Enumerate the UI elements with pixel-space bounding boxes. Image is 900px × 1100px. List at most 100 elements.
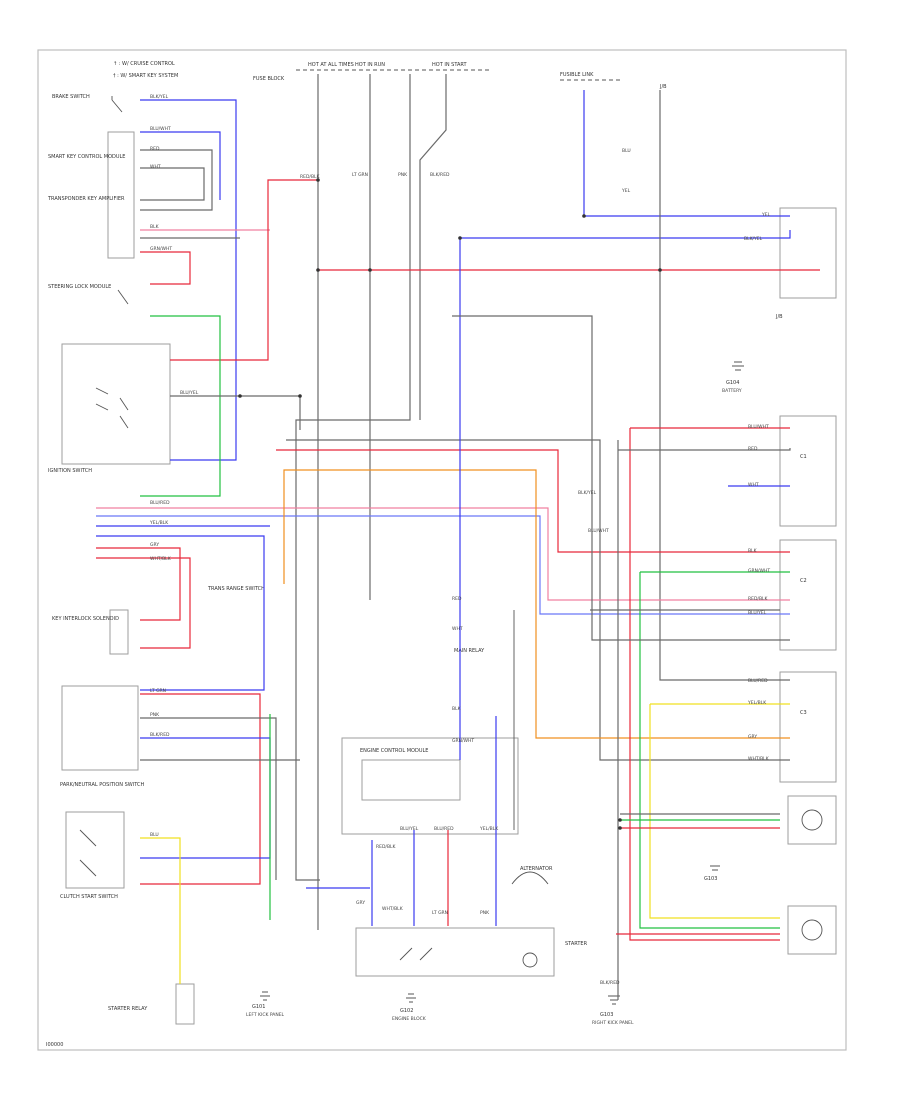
wire-yellow-32 xyxy=(140,837,181,984)
wires xyxy=(96,74,820,1000)
ecm-label: ENGINE CONTROL MODULE xyxy=(360,748,428,754)
wire-blue-30 xyxy=(140,737,271,859)
wire-color-label: GRN/WHT xyxy=(748,568,770,574)
junction-dot xyxy=(658,268,662,272)
ignition-switch-label: IGNITION SWITCH xyxy=(48,468,92,474)
wire-color-label: BLK/RED xyxy=(150,732,170,738)
wire-color-label: BLU/WHT xyxy=(748,424,769,430)
wire-color-label: LT GRN xyxy=(352,172,368,178)
wire-color-label: BLK/YEL xyxy=(578,490,597,496)
wire-color-label: RED/BLK xyxy=(300,174,321,180)
wire-red-25 xyxy=(96,547,181,621)
legend: ↑ : W/ CRUISE CONTROL † : W/ SMART KEY S… xyxy=(113,61,178,79)
main-relay-box xyxy=(361,759,461,801)
steering-lock-label: STEERING LOCK MODULE xyxy=(48,284,111,290)
grounds: G101 LEFT KICK PANEL G102 ENGINE BLOCK G… xyxy=(246,361,744,1026)
wire-black-11 xyxy=(295,74,411,881)
wire-black-3 xyxy=(140,149,213,211)
wire-color-label: RED xyxy=(150,146,160,152)
junction-dot xyxy=(316,268,320,272)
wire-color-label: YEL/BLK xyxy=(149,520,169,526)
jb-label: J/B xyxy=(659,84,667,90)
wire-color-label: GRY xyxy=(748,734,757,740)
wire-color-label: BLU/WHT xyxy=(150,126,171,132)
ground-right-kick: G103 RIGHT KICK PANEL xyxy=(592,995,634,1026)
right-label-4: C3 xyxy=(800,710,807,716)
right-switch-box-4 xyxy=(779,671,837,783)
junction-dot xyxy=(368,268,372,272)
wire-yellow-40 xyxy=(649,704,780,919)
wire-blue-24 xyxy=(96,535,265,691)
wire-orange-27 xyxy=(283,469,790,739)
right-switch-box-3 xyxy=(779,539,837,651)
wire-color-label: PNK xyxy=(398,172,408,178)
wire-color-label: WHT/BLK xyxy=(150,556,172,562)
ground-battery: G104 BATTERY xyxy=(722,361,744,394)
trans-range-label: TRANS RANGE SWITCH xyxy=(207,586,265,592)
wire-red-26 xyxy=(96,557,191,649)
wire-blue-1 xyxy=(140,99,237,461)
wire-lightblue-22 xyxy=(96,515,790,615)
components: BRAKE SWITCH SMART KEY CONTROL MODULE TR… xyxy=(47,94,837,1025)
ground-battery-code: G104 xyxy=(726,380,739,386)
fuse-block-header: HOT AT ALL TIMES HOT IN RUN HOT IN START… xyxy=(253,62,667,90)
smart-key-module-box xyxy=(107,131,135,259)
wire-color-label: WHT/BLK xyxy=(382,906,404,912)
ecm-box xyxy=(341,737,519,835)
wire-color-label: YEL/BLK xyxy=(747,700,767,706)
transponder-label: TRANSPONDER KEY AMPLIFIER xyxy=(47,196,125,202)
wire-color-label: RED xyxy=(452,596,462,602)
wire-color-label: BLK/YEL xyxy=(150,94,169,100)
wire-color-label: BLU/WHT xyxy=(588,528,609,534)
wire-color-label: BLU/YEL xyxy=(748,610,767,616)
alternator-label: ALTERNATOR xyxy=(520,866,553,872)
wire-color-label: BLK/RED xyxy=(600,980,620,986)
wire-color-label: RED/BLK xyxy=(748,596,769,602)
wire-color-label: WHT/BLK xyxy=(748,756,770,762)
wire-green-17 xyxy=(140,315,221,497)
wire-green-38 xyxy=(639,572,780,929)
fuse-block-label: FUSE BLOCK xyxy=(253,76,285,82)
right-label-3: C2 xyxy=(800,578,807,584)
wire-blue-15 xyxy=(583,90,790,217)
wire-black-12 xyxy=(419,74,447,420)
wire-black-29 xyxy=(140,717,277,880)
ground-engine-code: G102 xyxy=(400,1008,413,1014)
legend-item-2: † : W/ SMART KEY SYSTEM xyxy=(113,73,178,79)
wire-color-label: BLK xyxy=(452,706,462,712)
park-neutral-label: PARK/NEUTRAL POSITION SWITCH xyxy=(60,782,144,788)
wire-color-label: PNK xyxy=(150,712,160,718)
starter-relay-label: STARTER RELAY xyxy=(108,1006,148,1012)
park-neutral-box xyxy=(61,685,139,771)
wire-black-4 xyxy=(140,167,205,201)
wire-red-7 xyxy=(140,251,191,285)
wire-black-18 xyxy=(170,395,301,430)
ignition-switch-box xyxy=(61,343,171,465)
junction-dot xyxy=(458,236,462,240)
wire-color-label: BLU xyxy=(622,148,631,154)
lamp-1-icon xyxy=(801,809,823,831)
wire-color-label: WHT xyxy=(748,482,759,488)
wire-color-label: PNK xyxy=(480,910,490,916)
wire-black-46 xyxy=(452,315,790,641)
ground-mid-right: G103 xyxy=(704,865,720,882)
clutch-start-box xyxy=(65,811,125,889)
wire-color-label: BLU/YEL xyxy=(180,390,199,396)
junction-dot xyxy=(582,214,586,218)
wire-color-label: BLU/RED xyxy=(748,678,768,684)
footer-code: I00000 xyxy=(46,1042,63,1048)
wire-color-label: YEL xyxy=(761,212,771,218)
wire-color-label: RED xyxy=(748,446,758,452)
main-relay-label: MAIN RELAY xyxy=(454,648,485,654)
ground-engine: G102 ENGINE BLOCK xyxy=(392,993,427,1022)
right-label-2: C1 xyxy=(800,454,807,460)
right-switch-1-label: J/B xyxy=(775,314,783,320)
wire-red-34 xyxy=(629,428,780,941)
hot-in-run-label: HOT IN RUN xyxy=(355,62,385,68)
starter-motor-icon xyxy=(522,952,538,968)
starter-label: STARTER xyxy=(565,941,588,947)
lamp-box-1 xyxy=(787,795,837,845)
junction-dot xyxy=(618,826,622,830)
ground-left-kick: G101 LEFT KICK PANEL xyxy=(246,991,285,1018)
ground-left-kick-label: LEFT KICK PANEL xyxy=(246,1012,285,1018)
